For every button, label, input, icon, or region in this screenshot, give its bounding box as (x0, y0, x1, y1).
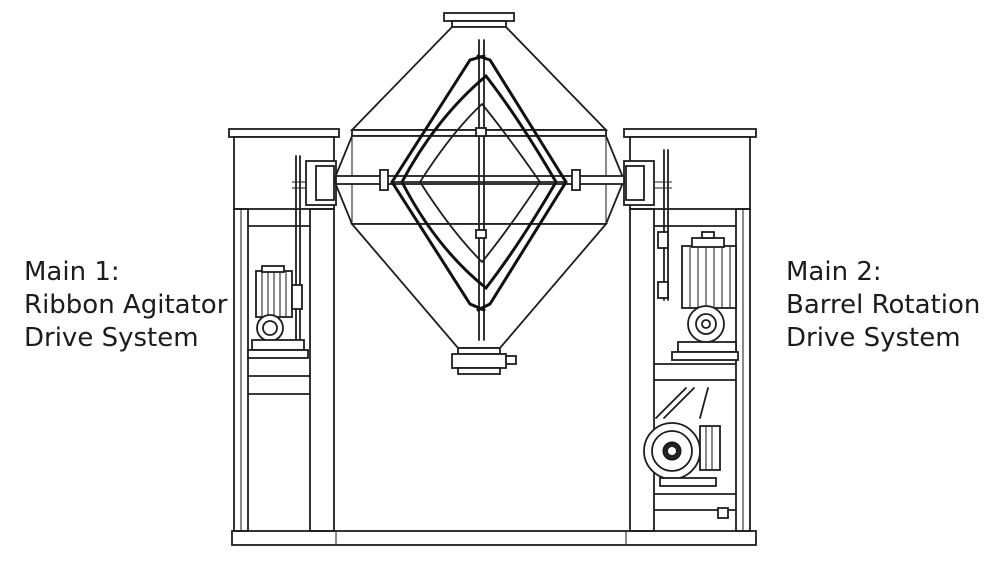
label-left-line3: Drive System (24, 323, 199, 353)
label-right-line3: Drive System (786, 323, 961, 353)
label-right-line2: Barrel Rotation (786, 290, 981, 320)
label-ribbon-agitator-drive: Main 1: Ribbon Agitator Drive System (24, 256, 227, 355)
main-shaft (335, 39, 625, 341)
label-right-line1: Main 2: (786, 257, 882, 287)
base-frame (231, 530, 757, 546)
agitator-drive-motor (247, 265, 309, 359)
label-left-line2: Ribbon Agitator (24, 290, 228, 320)
rotation-drive-gearbox (671, 231, 739, 361)
label-left-line1: Main 1: (24, 257, 120, 287)
label-barrel-rotation-drive: Main 2: Barrel Rotation Drive System (786, 256, 980, 355)
rotation-drive-motor (643, 387, 729, 519)
right-support-tower (623, 128, 757, 532)
left-support-tower (228, 128, 340, 532)
ribbon-agitator (390, 54, 568, 312)
